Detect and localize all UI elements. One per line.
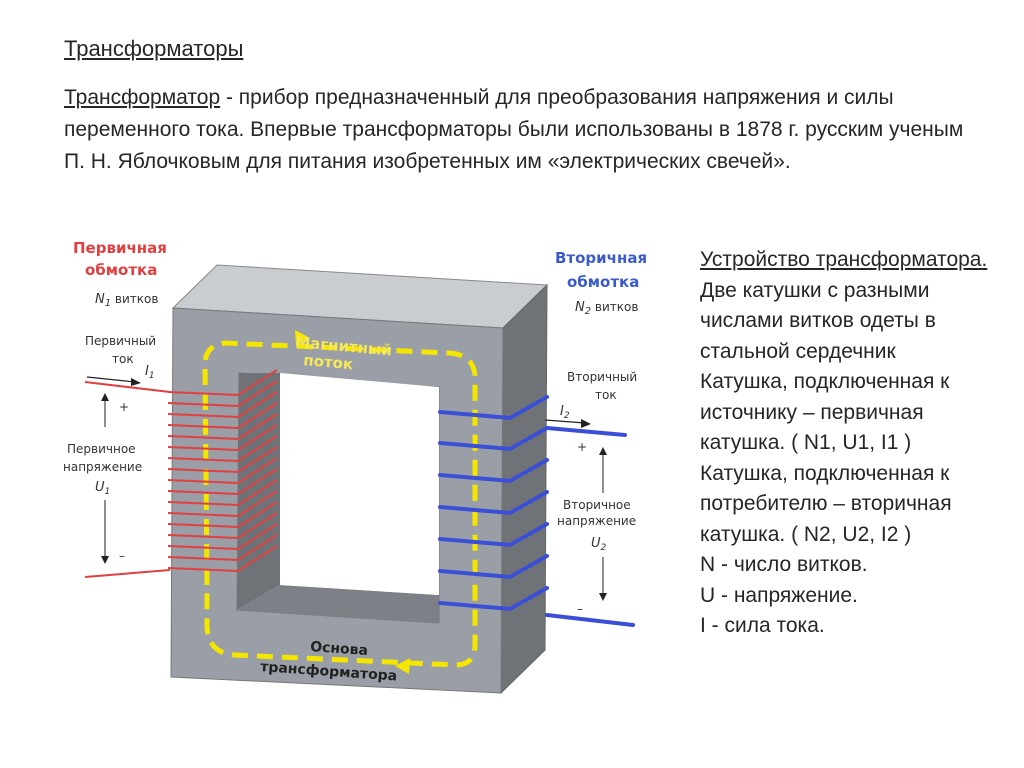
intro-text: - прибор предназначенный для преобразова… (64, 86, 964, 173)
secondary-winding-label: Вторичная (555, 249, 647, 267)
primary-current-symbol: I1 (145, 364, 155, 381)
secondary-voltage-arrow (599, 447, 607, 601)
secondary-winding-label: обмотка (567, 273, 639, 291)
description-line: Катушка, подключенная к источнику – перв… (700, 370, 950, 454)
primary-plus: + (119, 400, 129, 414)
intro-paragraph: Трансформатор - прибор предназначенный д… (64, 82, 964, 178)
page-title: Трансформаторы (64, 36, 244, 61)
description-line: Две катушки с разными числами витков оде… (700, 278, 936, 363)
flux-arrow (295, 330, 310, 346)
primary-minus: – (119, 549, 125, 563)
core-window-inner-bottom (237, 585, 439, 623)
intro-term: Трансформатор (64, 86, 221, 109)
core-window-background (280, 373, 439, 595)
primary-coil (84, 369, 278, 578)
secondary-plus: + (577, 440, 587, 454)
primary-voltage-label: Первичное (67, 442, 136, 456)
primary-voltage-arrow (101, 393, 109, 564)
secondary-coil (438, 395, 635, 627)
flux-label: поток (303, 351, 354, 373)
transformer-diagram: Первичная обмотка N1 витков Первичный то… (63, 239, 647, 695)
secondary-current-arrow (544, 419, 591, 428)
primary-current-label: Первичный (85, 334, 156, 348)
core-label: Основа (310, 639, 369, 659)
primary-winding-label: обмотка (85, 261, 157, 279)
core-side-face (500, 283, 548, 695)
secondary-voltage-label: Вторичное (563, 498, 631, 512)
primary-turns-label: N1 витков (95, 292, 158, 309)
secondary-voltage-label: напряжение (557, 514, 636, 528)
primary-voltage-symbol: U1 (95, 480, 110, 497)
secondary-current-label: Вторичный (567, 370, 637, 384)
secondary-voltage-symbol: U2 (591, 536, 607, 553)
device-description: Устройство трансформатора. Две катушки с… (700, 245, 1000, 642)
flux-arrow (395, 658, 410, 674)
primary-voltage-label: напряжение (63, 460, 142, 474)
description-line: U - напряжение. (700, 583, 858, 607)
secondary-minus: – (577, 602, 583, 616)
description-line: Катушка, подключенная к потребителю – вт… (700, 461, 952, 546)
primary-current-label: ток (112, 352, 134, 366)
primary-winding-label: Первичная (73, 239, 167, 257)
primary-current-arrow (86, 376, 141, 386)
device-heading: Устройство трансформатора. (700, 248, 988, 271)
secondary-current-symbol: I2 (560, 404, 570, 421)
secondary-turns-label: N2 витков (575, 300, 638, 317)
secondary-current-label: ток (595, 388, 617, 402)
description-line: I - сила тока. (700, 614, 825, 637)
description-line: N - число витков. (700, 553, 868, 576)
